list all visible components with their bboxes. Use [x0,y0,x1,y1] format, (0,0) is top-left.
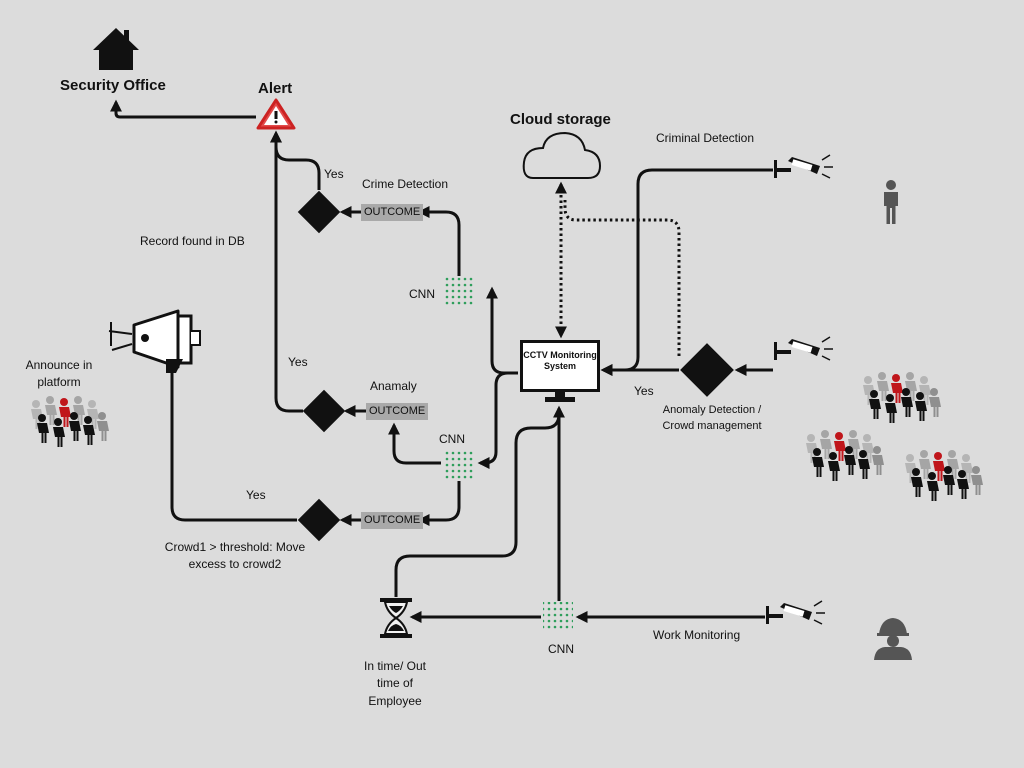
crime-yes-label: Yes [324,167,344,181]
connector-lines [110,99,773,623]
anomaly-outcome-box: OUTCOME [366,403,429,420]
arrow-alert-to-office [110,99,256,119]
crime-detection-label: Crime Detection [362,177,449,191]
crowd-threshold-label: Crowd1 > threshold: Move excess to crowd… [164,540,306,572]
cloud-storage-label: Cloud storage [510,111,611,128]
cnn-grid-icon-3 [543,602,573,631]
crowd-yes-label: Yes [246,488,266,502]
crowd-icon-platform [31,396,109,447]
anamaly-label: Anamaly [370,379,417,393]
crowd-icon-2 [806,430,884,481]
arrow-anomaly-yes-to-alert [270,130,303,413]
anomaly-decision-diamond-icon [302,389,346,433]
alert-label: Alert [258,80,293,97]
crowd-outcome-box: OUTCOME [361,512,424,529]
in-out-time-label: In time/ Out time of Employee [363,659,427,708]
cloud-icon [522,131,602,179]
anomaly-detection-label: Anomaly Detection / Crowd management [662,404,762,432]
arrow-cnn2-to-outcome3 [417,481,461,526]
arrow-system-to-cnn1 [486,286,518,375]
person-icon [884,180,898,224]
anomaly-yes-label: Yes [288,355,308,369]
house-icon [93,28,139,70]
record-found-label: Record found in DB [140,234,245,248]
detection-yes-label: Yes [634,384,654,398]
arrow-cnn2-to-outcome2 [388,422,441,465]
crowd-decision-diamond-icon [297,498,341,542]
arrow-cnn1-to-outcome1 [417,206,461,276]
cnn-label-2: CNN [439,432,465,446]
arrow-camera1-to-system [600,168,773,376]
crime-decision-diamond-icon [297,190,341,234]
arrow-crowd-yes-to-announce [166,342,297,522]
detection-decision-diamond-icon [680,343,734,397]
cctv-camera-icon-anomaly [773,336,834,361]
crowd-icon-1 [863,372,941,423]
cctv-monitoring-system-box: CCTV Monitoring System [520,340,600,392]
cnn-grid-icon-2 [443,450,473,479]
monitor-icon [545,392,575,402]
criminal-detection-label: Criminal Detection [656,131,755,145]
worker-icon [874,618,912,660]
arrow-anomaly-to-cloud [563,200,681,356]
arrow-hourglass-to-system [394,413,561,597]
megaphone-icon [108,309,201,373]
arrow-system-to-cnn2 [477,371,518,469]
alert-icon [256,98,296,130]
security-office-label: Security Office [60,77,166,94]
announce-label: Announce in platform [25,358,93,390]
hourglass-icon [380,598,412,638]
cloud-connectors [555,181,681,356]
cnn-grid-icon-1 [443,276,473,305]
cctv-camera-icon-work [765,600,826,625]
cctv-camera-icon-criminal [773,154,834,179]
crime-outcome-box: OUTCOME [361,204,424,221]
arrow-crime-yes-to-alert [270,130,321,190]
cnn-label-1: CNN [409,287,435,301]
work-monitoring-label: Work Monitoring [653,628,741,642]
cnn-label-3: CNN [548,642,574,656]
crowd-icon-3 [905,450,983,501]
